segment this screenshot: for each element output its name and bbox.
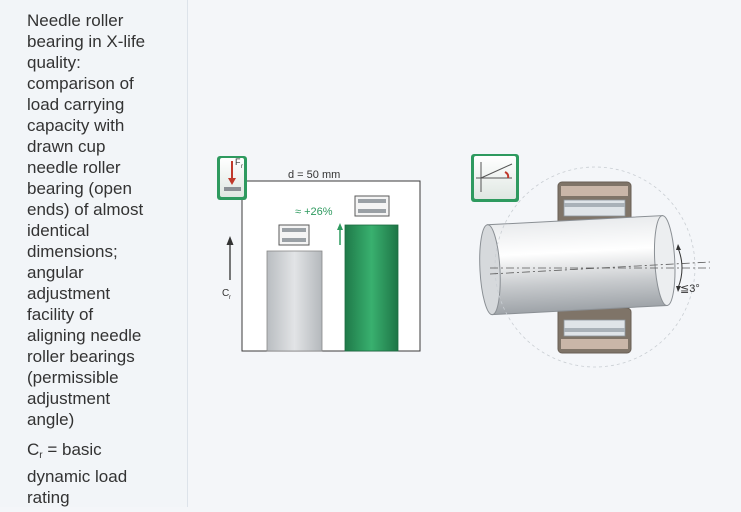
- caption-line: bearing (open: [27, 179, 132, 198]
- bearing-illustration: F r d = 50 mm C r ≈ +26%: [217, 154, 711, 368]
- caption-line: angle): [27, 410, 75, 429]
- caption-line: ends) of almost: [27, 200, 144, 219]
- caption-line: aligning needle: [27, 326, 142, 345]
- caption-line: angular: [27, 263, 84, 282]
- caption-line: drawn cup: [27, 137, 106, 156]
- capacity-label: C: [222, 288, 229, 299]
- guide-circle: [494, 166, 696, 368]
- definition-cr: Cr = basic dynamic load rating: [27, 439, 177, 508]
- cr-symbol: C: [27, 440, 40, 459]
- caption-line: adjustment: [27, 284, 111, 303]
- caption-line: (permissible: [27, 368, 119, 387]
- caption-line: needle roller: [27, 158, 121, 177]
- caption-line: Needle roller: [27, 11, 124, 30]
- drawn-cup-bearing-bar: [266, 224, 323, 352]
- radial-load-icon: F r: [217, 156, 247, 200]
- caption-line: load carrying: [27, 95, 125, 114]
- diameter-label: d = 50 mm: [288, 169, 340, 181]
- caption-line: identical: [27, 221, 90, 240]
- bearing-figure: F r d = 50 mm C r ≈ +26%: [200, 0, 741, 507]
- adjustment-angle-icon: [471, 154, 519, 202]
- cr-subscript: r: [39, 450, 43, 461]
- cr-text-1: basic: [62, 440, 102, 459]
- cr-text-2: dynamic load: [27, 467, 128, 486]
- force-subscript: r: [241, 164, 243, 170]
- cr-equals: =: [42, 440, 62, 459]
- shaft: [479, 215, 676, 316]
- aligning-bearing-lower: [557, 307, 632, 354]
- angle-label: ≦3°: [680, 283, 700, 295]
- caption-line: dimensions;: [27, 242, 118, 261]
- tilted-center-line: [489, 261, 711, 275]
- caption-line: facility of: [27, 305, 94, 324]
- capacity-axis: C r: [222, 236, 234, 301]
- caption-line: bearing in X-life: [27, 32, 146, 51]
- figure-caption: Needle roller bearing in X-life quality: co…: [27, 10, 177, 430]
- caption-line: quality:: [27, 53, 81, 72]
- force-label: F: [235, 157, 241, 167]
- increase-label: ≈ +26%: [295, 206, 333, 218]
- caption-line: roller bearings: [27, 347, 135, 366]
- caption-line: adjustment: [27, 389, 111, 408]
- capacity-subscript: r: [229, 295, 231, 301]
- caption-line: capacity with: [27, 116, 125, 135]
- x-life-bearing-bar: [337, 195, 399, 352]
- caption-panel: Needle roller bearing in X-life quality: co…: [0, 0, 188, 507]
- cr-text-3: rating: [27, 488, 70, 507]
- angle-arc: [677, 247, 683, 289]
- caption-line: comparison of: [27, 74, 134, 93]
